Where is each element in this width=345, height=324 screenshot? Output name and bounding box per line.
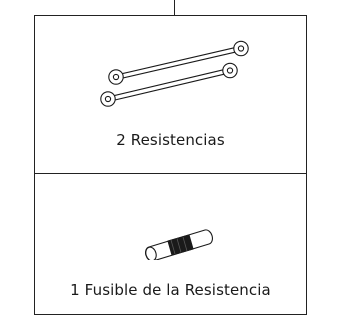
top-connector-tick xyxy=(174,0,175,15)
rods-caption: 2 Resistencias xyxy=(116,131,225,149)
resistance-fuse-icon xyxy=(145,229,213,260)
fuse-caption: 1 Fusible de la Resistencia xyxy=(70,281,271,299)
parts-panel xyxy=(34,15,307,315)
heating-rods-icon xyxy=(100,40,249,107)
panel-divider xyxy=(34,173,307,174)
